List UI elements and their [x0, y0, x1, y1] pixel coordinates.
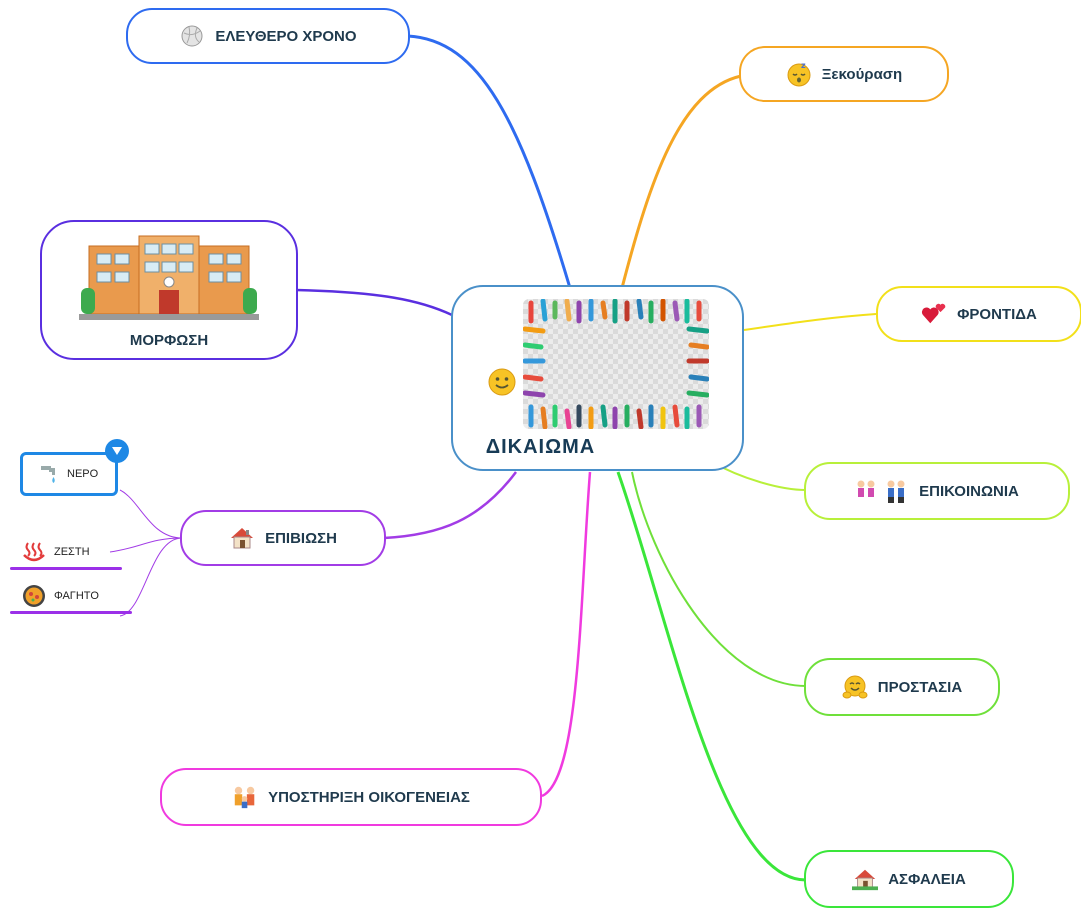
branch-protection[interactable]: ΠΡΟΣΤΑΣΙΑ [804, 658, 1000, 716]
connector-free-time [407, 34, 572, 289]
leaf-label: ΦΑΓΗΤΟ [54, 590, 99, 602]
volleyball-icon [179, 23, 205, 49]
leaf-underline [10, 611, 132, 614]
leaf-heat[interactable]: ΖΕΣΤΗ [10, 536, 122, 570]
leaf-water[interactable]: ΝΕΡΟ [20, 439, 129, 496]
raised-hands-image [522, 298, 710, 430]
water-tap-icon [37, 463, 59, 485]
branch-rest[interactable]: z Ξεκούραση [739, 46, 949, 102]
smiley-icon [487, 367, 517, 397]
hugging-face-icon [842, 674, 868, 700]
branch-family-support[interactable]: ΥΠΟΣΤΗΡΙΞΗ ΟΙΚΟΓΕΝΕΙΑΣ [160, 768, 542, 826]
people-holding-hands-icon [855, 478, 909, 504]
leaf-label: ΖΕΣΤΗ [54, 546, 90, 558]
connector-care [743, 313, 877, 331]
collapse-toggle-icon[interactable] [105, 439, 129, 463]
branch-label: ΕΛΕΥΘΕΡΟ ΧΡΟΝΟ [215, 27, 357, 45]
branch-free-time[interactable]: ΕΛΕΥΘΕΡΟ ΧΡΟΝΟ [126, 8, 410, 64]
branch-label: ΜΟΡΦΩΣΗ [129, 331, 209, 349]
branch-label: ΠΡΟΣΤΑΣΙΑ [877, 678, 963, 696]
branch-label: ΑΣΦΑΛΕΙΑ [888, 870, 966, 888]
connector-family [541, 471, 592, 798]
connector-safety [616, 471, 807, 882]
sleeping-face-icon: z [786, 61, 812, 87]
branch-education[interactable]: ΜΟΡΦΩΣΗ [40, 220, 298, 360]
branch-label: ΕΠΙΒΙΩΣΗ [265, 529, 337, 547]
leaf-underline [10, 567, 122, 570]
branch-label: Ξεκούραση [821, 65, 903, 83]
branch-safety[interactable]: ΑΣΦΑΛΕΙΑ [804, 850, 1014, 908]
leaf-label: ΝΕΡΟ [67, 468, 99, 480]
branch-care[interactable]: ΦΡΟΝΤΙΔΑ [876, 286, 1081, 342]
hearts-icon [921, 301, 947, 327]
house-garden-icon [852, 866, 879, 892]
family-icon [232, 784, 258, 810]
house-icon [229, 525, 255, 551]
branch-survival[interactable]: ΕΠΙΒΙΩΣΗ [180, 510, 386, 566]
connector-survival [383, 471, 517, 540]
central-topic[interactable] [451, 285, 744, 471]
paella-pan-icon [22, 584, 46, 608]
hot-springs-icon [22, 541, 46, 563]
connector-protection [631, 471, 807, 687]
branch-label: ΦΡΟΝΤΙΔΑ [957, 305, 1037, 323]
connector-education [295, 288, 453, 317]
branch-label: ΕΠΙΚΟΙΝΩΝΙΑ [919, 482, 1019, 500]
leaf-food[interactable]: ΦΑΓΗΤΟ [10, 580, 132, 614]
branch-communication[interactable]: ΕΠΙΚΟΙΝΩΝΙΑ [804, 462, 1070, 520]
branch-label: ΥΠΟΣΤΗΡΙΞΗ ΟΙΚΟΓΕΝΕΙΑΣ [268, 788, 470, 806]
svg-text:z: z [801, 61, 806, 70]
connector-rest [620, 74, 742, 289]
connector-heat [109, 537, 183, 553]
school-building-icon [79, 232, 259, 326]
central-topic-label: ΔΙΚΑΙΩΜΑ [485, 436, 596, 458]
connector-water [119, 489, 183, 539]
